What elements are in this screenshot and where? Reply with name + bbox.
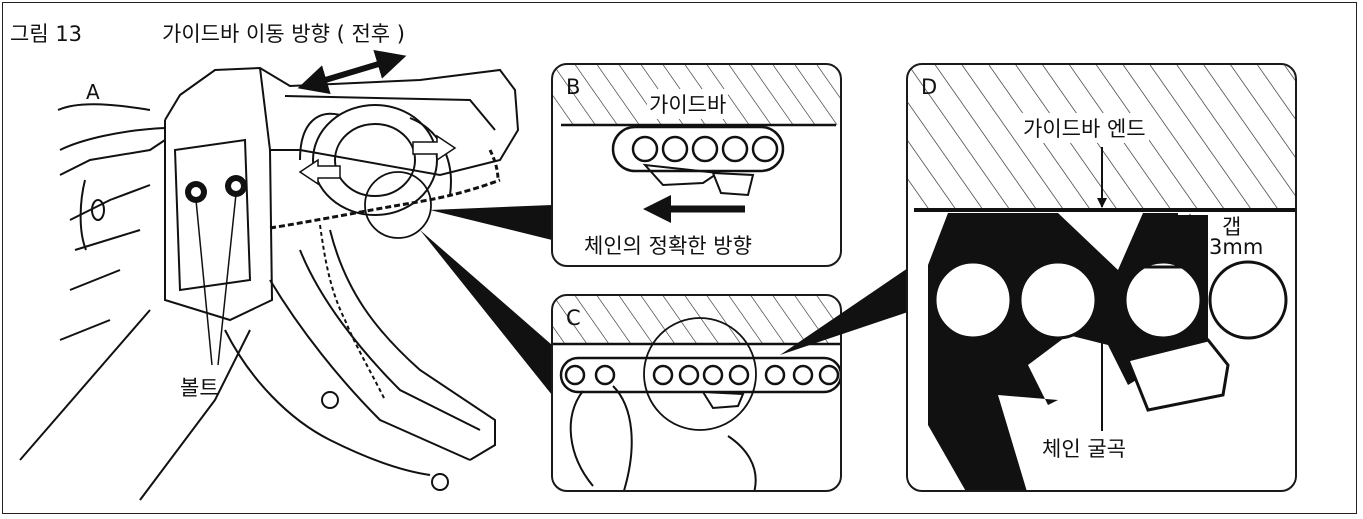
bolt-label: 볼트 [180,376,219,400]
bolt-leader-lines [195,193,237,366]
panel-b: B 가이드바 체인의 정확한 방향 [551,63,842,267]
bolt-icons [185,175,247,203]
panel-d-drawing [908,65,1295,490]
saw-body [19,66,520,501]
panel-d-guide-bar-end-label: 가이드바 엔드 [1020,113,1149,143]
zoom-circle [364,171,432,239]
panel-b-letter: B [566,75,581,99]
panel-c: C [551,294,842,492]
panel-c-drawing [553,296,840,490]
panel-d-letter: D [921,75,938,99]
movement-arrow [297,49,407,95]
panel-d: D 가이드바 엔드 갭 3mm 체인 굴곡 [906,63,1297,492]
panel-d-gap-label: 갭 [1222,215,1242,239]
view-label-a: A [86,80,100,104]
callout-wedge-c [420,230,552,395]
direction-arrows-sprocket [298,134,457,186]
callout-wedge-b [430,205,552,240]
callout-wedge-d [780,268,908,355]
panel-d-chain-bend-label: 체인 굴곡 [1042,437,1126,461]
figure-number: 그림 13 [10,22,83,46]
chainsaw-illustration [19,49,552,501]
panel-b-direction-label: 체인의 정확한 방향 [584,234,752,258]
panel-c-letter: C [566,306,581,330]
panel-d-gap-value: 3mm [1209,235,1264,259]
figure-title: 가이드바 이동 방향 ( 전후 ) [162,22,405,46]
panel-b-guide-bar-label: 가이드바 [647,89,729,119]
